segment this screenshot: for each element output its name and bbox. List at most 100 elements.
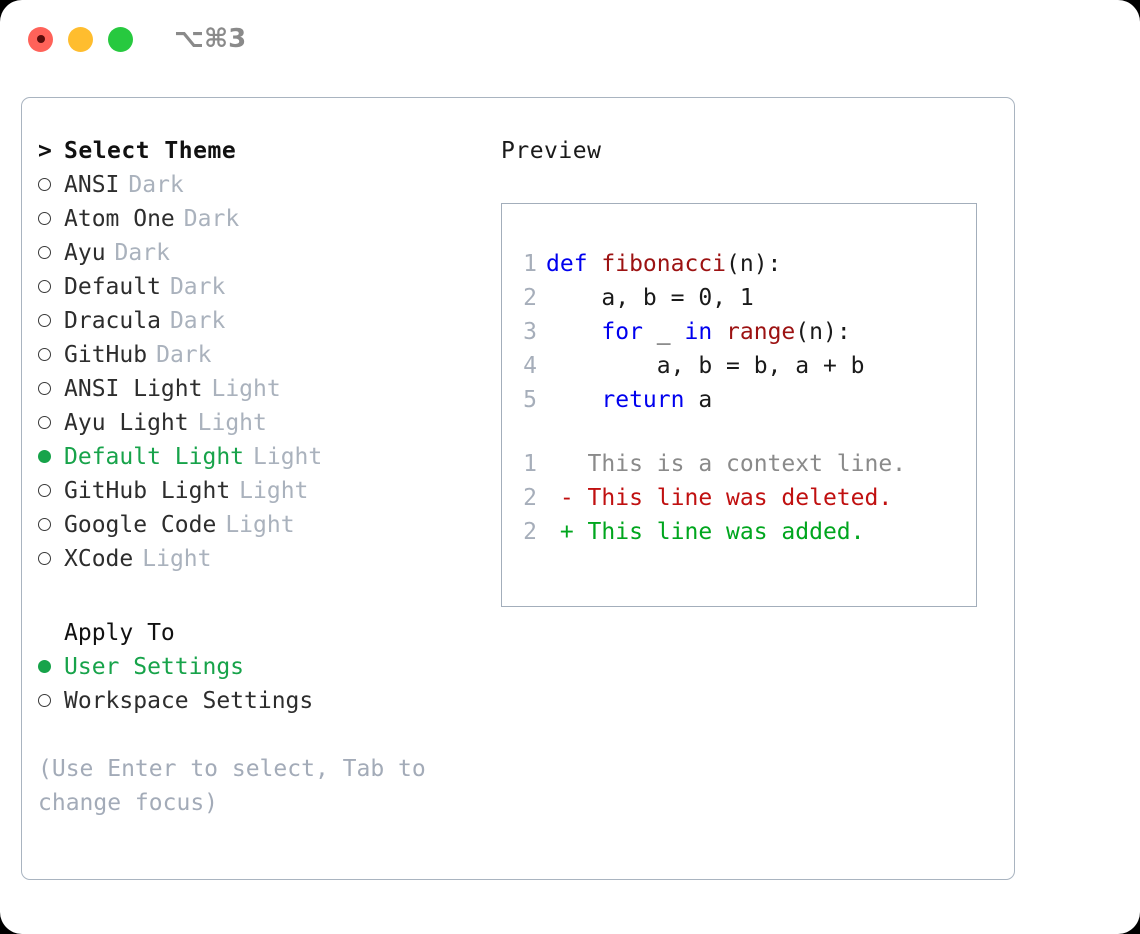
code-token: (n):	[795, 319, 851, 345]
theme-variant-badge: Dark	[114, 240, 170, 266]
theme-variant-badge: Dark	[156, 342, 212, 368]
line-number: 2	[523, 485, 537, 511]
theme-option-label: Dracula	[64, 308, 161, 334]
code-token	[546, 387, 601, 413]
theme-variant-badge: Light	[142, 546, 212, 572]
maximize-window-button[interactable]	[108, 26, 133, 52]
radio-unselected-icon	[38, 518, 51, 531]
theme-variant-badge: Dark	[183, 206, 240, 232]
apply-to-option-row[interactable]: User Settings	[38, 650, 478, 684]
code-diff-separator	[515, 417, 970, 447]
radio-unselected-icon	[38, 382, 51, 395]
theme-option-label: Default Light	[64, 444, 245, 470]
window-titlebar: ⌥⌘3	[0, 0, 1140, 78]
radio-marker	[38, 168, 64, 202]
radio-unselected-icon	[38, 314, 51, 327]
radio-marker	[38, 650, 64, 684]
code-token: def	[546, 251, 602, 277]
radio-marker	[38, 406, 64, 440]
preview-title: Preview	[501, 138, 602, 164]
code-token: return	[601, 387, 685, 413]
theme-variant-badge: Light	[197, 410, 267, 436]
apply-to-option-row[interactable]: Workspace Settings	[38, 684, 478, 718]
minimize-window-button[interactable]	[68, 26, 93, 52]
theme-option-label: ANSI Light	[64, 376, 203, 402]
code-line: 5 return a	[515, 383, 970, 417]
code-token: a, b = 0, 1	[546, 285, 754, 311]
line-number: 2	[523, 519, 537, 545]
theme-option-row[interactable]: GitHub Dark	[38, 338, 478, 372]
code-line: 3 for _ in range(n):	[515, 315, 970, 349]
diff-sign	[546, 451, 588, 477]
prompt-caret-icon: >	[38, 138, 53, 164]
code-line: 1 def fibonacci(n):	[515, 247, 970, 281]
radio-marker	[38, 372, 64, 406]
code-token: fibonacci	[601, 251, 727, 277]
theme-list-header: >Select Theme	[38, 134, 478, 168]
theme-variant-badge: Light	[239, 478, 309, 504]
radio-unselected-icon	[38, 280, 51, 293]
radio-marker	[38, 474, 64, 508]
theme-option-label: GitHub	[64, 342, 148, 368]
radio-selected-icon	[38, 660, 51, 673]
theme-option-label: XCode	[64, 546, 134, 572]
theme-variant-badge: Light	[211, 376, 281, 402]
radio-marker	[38, 440, 64, 474]
theme-option-row[interactable]: Ayu Dark	[38, 236, 478, 270]
keyboard-hint-text: (Use Enter to select, Tab to change focu…	[38, 756, 426, 816]
radio-marker	[38, 304, 64, 338]
theme-option-label: Google Code	[64, 512, 217, 538]
theme-option-row[interactable]: XCode Light	[38, 542, 478, 576]
theme-option-row[interactable]: Default Dark	[38, 270, 478, 304]
line-number: 1	[523, 251, 537, 277]
code-token	[546, 319, 601, 345]
radio-marker	[38, 338, 64, 372]
diff-sign: -	[546, 485, 588, 511]
diff-line: 2 - This line was deleted.	[515, 481, 970, 515]
radio-unselected-icon	[38, 246, 51, 259]
diff-line: 2 + This line was added.	[515, 515, 970, 549]
apply-to-option-label: Workspace Settings	[64, 688, 314, 714]
theme-option-row[interactable]: Google Code Light	[38, 508, 478, 542]
code-token: _	[642, 319, 685, 345]
theme-variant-badge: Light	[225, 512, 295, 538]
radio-unselected-icon	[38, 212, 51, 225]
code-token: range	[726, 319, 796, 345]
hint-spacer	[38, 718, 478, 752]
theme-option-row[interactable]: Default Light Light	[38, 440, 478, 474]
line-number: 1	[523, 451, 537, 477]
apply-to-option-label: User Settings	[64, 654, 245, 680]
radio-unselected-icon	[38, 348, 51, 361]
code-line: 2 a, b = 0, 1	[515, 281, 970, 315]
theme-variant-badge: Light	[253, 444, 323, 470]
radio-unselected-icon	[38, 484, 51, 497]
list-spacer	[38, 576, 478, 616]
theme-option-row[interactable]: Atom One Dark	[38, 202, 478, 236]
diff-text: This is a context line.	[587, 451, 907, 477]
theme-option-row[interactable]: ANSI Light Light	[38, 372, 478, 406]
theme-option-label: Ayu	[64, 240, 106, 266]
theme-variant-badge: Dark	[128, 172, 184, 198]
diff-line: 1 This is a context line.	[515, 447, 970, 481]
code-token: (n):	[726, 251, 782, 277]
theme-option-label: Default	[64, 274, 161, 300]
line-number: 2	[523, 285, 537, 311]
theme-option-label: Atom One	[64, 206, 175, 232]
theme-variant-badge: Dark	[169, 308, 226, 334]
radio-selected-icon	[38, 450, 51, 463]
theme-variant-badge: Dark	[169, 274, 226, 300]
radio-unselected-icon	[38, 416, 51, 429]
theme-option-row[interactable]: Dracula Dark	[38, 304, 478, 338]
close-window-button[interactable]	[28, 26, 53, 52]
